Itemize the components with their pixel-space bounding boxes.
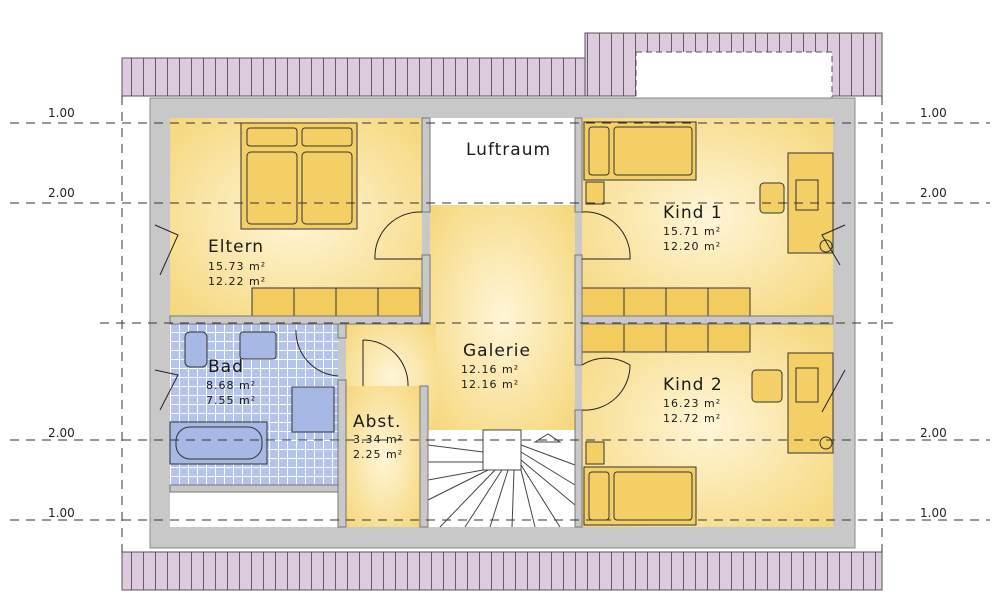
height-label-right-4: 1.00 (920, 506, 947, 520)
room-area-net: 2.25 m² (353, 448, 403, 461)
height-label-left-2: 2.00 (48, 186, 75, 200)
label-kind1: Kind 1 15.71 m² 12.20 m² (663, 203, 723, 253)
label-galerie: Galerie 12.16 m² 12.16 m² (461, 341, 531, 391)
label-abst: Abst. 3.34 m² 2.25 m² (353, 412, 403, 461)
height-label-left-4: 1.00 (48, 506, 75, 520)
label-bad: Bad 8.68 m² 7.55 m² (206, 357, 256, 407)
height-lines (10, 96, 990, 552)
wardrobe-kind2 (581, 323, 751, 353)
label-eltern: Eltern 15.73 m² 12.22 m² (208, 237, 266, 288)
bad-strip (170, 492, 338, 527)
room-name: Galerie (463, 341, 531, 361)
bathroom-fixtures (169, 331, 335, 465)
roof-top (121, 32, 883, 99)
roof-bottom (121, 551, 883, 591)
height-label-left-3: 2.00 (48, 426, 75, 440)
height-label-right-1: 1.00 (920, 106, 947, 120)
height-labels: 1.00 1.00 2.00 2.00 2.00 2.00 1.00 1.00 (44, 104, 956, 520)
room-area-net: 7.55 m² (206, 394, 256, 407)
room-area: 12.16 m² (461, 363, 519, 376)
room-abst (346, 386, 420, 527)
height-label-left-1: 1.00 (48, 106, 75, 120)
wardrobe-kind1 (581, 287, 751, 317)
desk-kind2 (751, 352, 834, 454)
room-area-net: 12.20 m² (663, 240, 721, 253)
bed-kind1 (583, 121, 697, 205)
double-bed (240, 122, 358, 230)
room-area-net: 12.72 m² (663, 412, 721, 425)
room-galerie (430, 205, 575, 430)
interior-walls (169, 117, 834, 528)
luftraum-void (430, 118, 575, 205)
room-area-net: 12.16 m² (461, 378, 519, 391)
bed-kind2 (583, 441, 697, 526)
room-name: Bad (208, 357, 244, 377)
label-kind2: Kind 2 16.23 m² 12.72 m² (663, 375, 723, 425)
height-label-right-2: 2.00 (920, 186, 947, 200)
room-area: 15.71 m² (663, 225, 721, 238)
height-label-right-3: 2.00 (920, 426, 947, 440)
room-area-net: 12.22 m² (208, 275, 266, 288)
room-area: 16.23 m² (663, 397, 721, 410)
stair-steps (427, 429, 576, 528)
room-area: 8.68 m² (206, 379, 256, 392)
doors (154, 211, 846, 413)
room-area: 3.34 m² (353, 433, 403, 446)
room-area: 15.73 m² (208, 260, 266, 273)
staircase (428, 430, 575, 527)
room-name: Kind 1 (663, 203, 723, 223)
room-name: Abst. (353, 412, 401, 432)
wardrobe-eltern (251, 287, 421, 317)
luftraum-label: Luftraum (466, 140, 551, 160)
room-name: Eltern (208, 237, 264, 257)
room-name: Kind 2 (663, 375, 723, 395)
